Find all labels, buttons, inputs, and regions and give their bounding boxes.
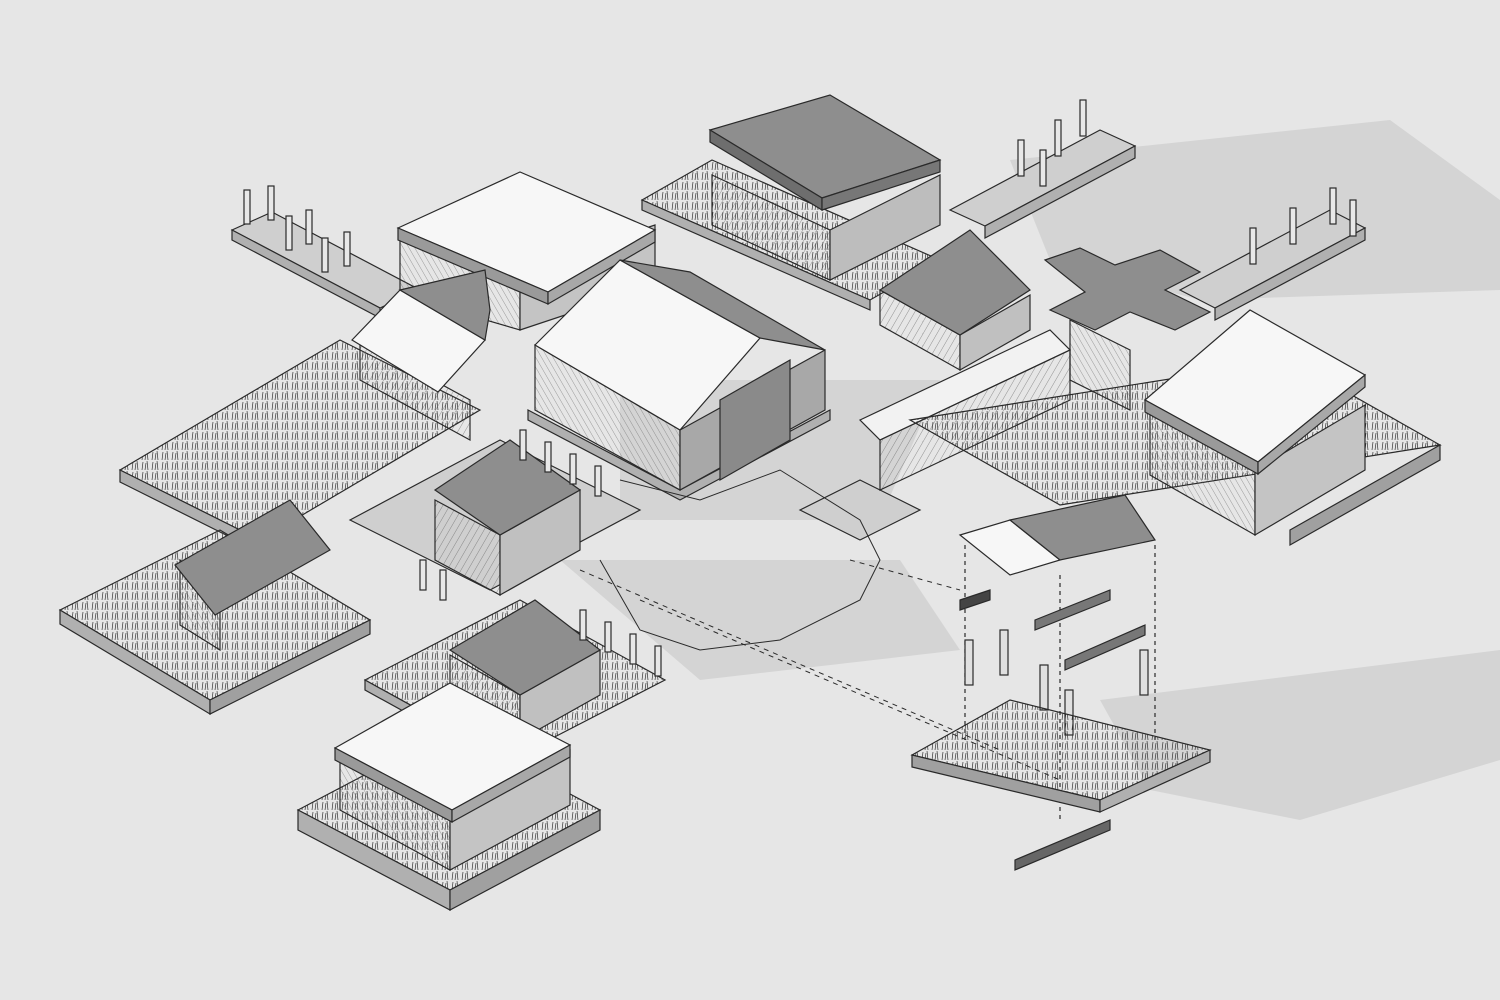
pavilion-gable-west: [118, 269, 491, 553]
pavilion-flat-east: [908, 309, 1442, 547]
pavilion-flat-south: [296, 682, 602, 911]
walkway-east: [1178, 187, 1367, 321]
pavilion-flat-north: [640, 94, 942, 311]
walkway-northwest: [230, 185, 422, 319]
site-outline: [579, 469, 1061, 781]
exploded-module: [910, 494, 1212, 871]
pavilion-gable-inner: [348, 439, 642, 597]
pavilion-gable-central: [527, 259, 831, 501]
pavilion-gable-southwest: [58, 499, 372, 716]
walkway-northeast: [948, 99, 1137, 239]
pavilion-gable-northeast: [878, 229, 1031, 372]
